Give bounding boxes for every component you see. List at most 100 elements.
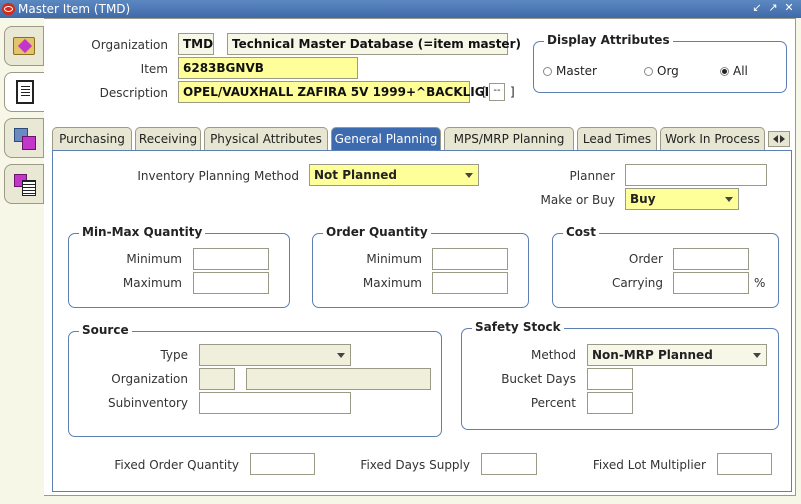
- radio-all-label: All: [733, 64, 748, 78]
- organization-code-field[interactable]: TMD: [178, 33, 214, 55]
- item-label: Item: [140, 62, 168, 76]
- source-type-label: Type: [160, 348, 188, 362]
- min-max-maximum-field[interactable]: [193, 272, 269, 294]
- tab-work-in-process[interactable]: Work In Process: [660, 127, 765, 151]
- min-max-maximum-label: Maximum: [122, 276, 182, 290]
- oracle-logo-icon: [2, 3, 15, 15]
- safety-stock-group: Safety Stock Method Non-MRP Planned Buck…: [461, 320, 779, 430]
- source-subinventory-label: Subinventory: [108, 396, 188, 410]
- cost-title: Cost: [563, 225, 599, 239]
- inventory-planning-method-select[interactable]: Not Planned: [309, 164, 479, 186]
- tab-general-planning[interactable]: General Planning: [331, 127, 441, 152]
- tab-mps-mrp-planning[interactable]: MPS/MRP Planning: [444, 127, 574, 151]
- title-bar: Master Item (TMD) ↙ ↗ ✕: [0, 0, 801, 18]
- radio-master-circle[interactable]: [543, 66, 552, 76]
- planner-field[interactable]: [625, 164, 767, 186]
- radio-org-circle[interactable]: [644, 66, 653, 76]
- inventory-planning-method-value: Not Planned: [314, 168, 398, 182]
- fixed-order-quantity-label: Fixed Order Quantity: [114, 458, 239, 472]
- bucket-days-field[interactable]: [587, 368, 633, 390]
- maximize-icon[interactable]: ↗: [768, 1, 778, 14]
- make-or-buy-select[interactable]: Buy: [625, 188, 739, 210]
- master-item-form: Organization TMD Technical Master Databa…: [44, 18, 796, 496]
- fixed-days-supply-field[interactable]: [481, 453, 537, 475]
- cost-carrying-unit: %: [754, 276, 766, 290]
- safety-stock-title: Safety Stock: [472, 320, 564, 334]
- safety-stock-method-select[interactable]: Non-MRP Planned: [587, 344, 767, 366]
- folder-cube-icon: [13, 37, 35, 55]
- tab-scroll-right-icon[interactable]: [780, 135, 785, 143]
- radio-org[interactable]: Org: [644, 64, 679, 78]
- fixed-order-quantity-field[interactable]: [250, 453, 315, 475]
- min-max-minimum-field[interactable]: [193, 248, 269, 270]
- radio-all[interactable]: All: [720, 64, 748, 78]
- cost-group: Cost Order Carrying %: [552, 225, 779, 308]
- make-or-buy-label: Make or Buy: [540, 193, 615, 207]
- cube-list-icon: [12, 172, 36, 196]
- side-tab-item-details[interactable]: [4, 72, 44, 112]
- order-qty-minimum-field[interactable]: [432, 248, 508, 270]
- description-field[interactable]: OPEL/VAUXHALL ZAFIRA 5V 1999+^BACKLIGI: [178, 81, 489, 103]
- chevron-down-icon[interactable]: [337, 353, 345, 358]
- chevron-down-icon[interactable]: [465, 173, 473, 178]
- tab-scroll-buttons[interactable]: [768, 131, 790, 147]
- cost-order-label: Order: [628, 252, 663, 266]
- tab-lead-times[interactable]: Lead Times: [577, 127, 657, 151]
- order-qty-minimum-label: Minimum: [366, 252, 422, 266]
- side-tab-item-catalog[interactable]: [4, 118, 44, 158]
- min-max-quantity-group: Min-Max Quantity Minimum Maximum: [68, 225, 290, 308]
- close-icon[interactable]: ✕: [784, 1, 794, 14]
- cost-carrying-label: Carrying: [611, 276, 663, 290]
- fixed-days-supply-label: Fixed Days Supply: [360, 458, 470, 472]
- order-quantity-group: Order Quantity Minimum Maximum: [312, 225, 529, 308]
- organization-label: Organization: [91, 38, 168, 52]
- cost-carrying-field[interactable]: [673, 272, 749, 294]
- min-max-minimum-label: Minimum: [126, 252, 182, 266]
- description-flex-button[interactable]: --: [489, 83, 505, 101]
- safety-stock-method-label: Method: [530, 348, 576, 362]
- source-title: Source: [79, 323, 132, 337]
- radio-master-label: Master: [556, 64, 597, 78]
- order-quantity-title: Order Quantity: [323, 225, 431, 239]
- percent-field[interactable]: [587, 392, 633, 414]
- window-title: Master Item (TMD): [18, 2, 131, 16]
- cubes-icon: [12, 126, 36, 150]
- description-label: Description: [99, 86, 168, 100]
- source-org-name-field[interactable]: [246, 368, 431, 390]
- source-group: Source Type Organization Subinventory: [68, 323, 442, 437]
- chevron-down-icon[interactable]: [753, 353, 761, 358]
- radio-master[interactable]: Master: [543, 64, 597, 78]
- source-organization-label: Organization: [111, 372, 188, 386]
- item-field[interactable]: 6283BGNVB: [178, 57, 358, 79]
- list-icon: [15, 80, 34, 104]
- dff-bracket-close: ]: [510, 85, 515, 99]
- side-tab-item-list[interactable]: [4, 164, 44, 204]
- display-attributes-group: Display Attributes Master Org All: [533, 33, 787, 93]
- tab-physical-attributes[interactable]: Physical Attributes: [204, 127, 328, 151]
- minimize-icon[interactable]: ↙: [752, 1, 762, 14]
- source-type-select[interactable]: [199, 344, 351, 366]
- radio-all-circle[interactable]: [720, 66, 729, 76]
- source-org-code-field[interactable]: [199, 368, 235, 390]
- source-subinventory-field[interactable]: [199, 392, 351, 414]
- order-qty-maximum-field[interactable]: [432, 272, 508, 294]
- window-controls: ↙ ↗ ✕: [751, 1, 795, 14]
- chevron-down-icon[interactable]: [725, 197, 733, 202]
- safety-stock-method-value: Non-MRP Planned: [592, 348, 713, 362]
- fixed-lot-multiplier-field[interactable]: [717, 453, 772, 475]
- side-tab-item-folder[interactable]: [4, 26, 44, 66]
- make-or-buy-value: Buy: [630, 192, 656, 206]
- organization-name-field[interactable]: Technical Master Database (=item master): [227, 33, 521, 55]
- tab-receiving[interactable]: Receiving: [135, 127, 201, 151]
- radio-org-label: Org: [657, 64, 679, 78]
- cost-order-field[interactable]: [673, 248, 749, 270]
- bucket-days-label: Bucket Days: [501, 372, 576, 386]
- tab-scroll-left-icon[interactable]: [773, 135, 778, 143]
- display-attributes-title: Display Attributes: [544, 33, 673, 47]
- work-area: Organization TMD Technical Master Databa…: [0, 18, 801, 504]
- order-qty-maximum-label: Maximum: [362, 276, 422, 290]
- planner-label: Planner: [569, 169, 615, 183]
- tab-purchasing[interactable]: Purchasing: [52, 127, 132, 151]
- fixed-lot-multiplier-label: Fixed Lot Multiplier: [592, 458, 706, 472]
- min-max-quantity-title: Min-Max Quantity: [79, 225, 206, 239]
